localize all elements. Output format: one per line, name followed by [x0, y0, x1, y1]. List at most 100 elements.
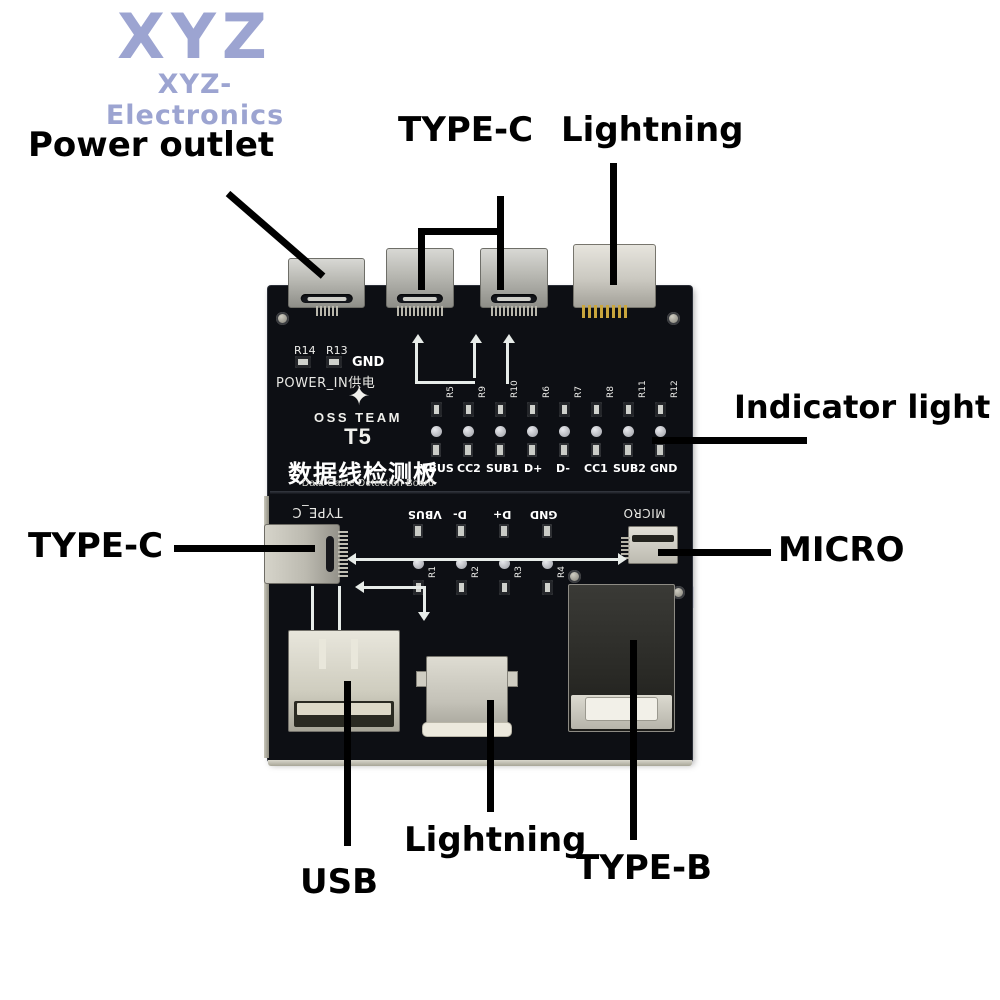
silk-gnd-power: GND [352, 355, 385, 370]
brand-name: OSS TEAM [314, 410, 402, 425]
indicator-led [527, 426, 538, 437]
leader-type-c-top-bracket [418, 228, 504, 235]
silk-arrow-right [618, 553, 627, 565]
mounting-hole [672, 586, 685, 599]
signal-label: D+ [493, 508, 512, 521]
resistor-label: R9 [478, 386, 488, 398]
resistor [527, 402, 538, 417]
usb-prong [319, 639, 326, 669]
test-pad [591, 443, 601, 457]
mounting-hole [276, 312, 289, 325]
resistor-label: R4 [557, 566, 567, 578]
silk-trace [473, 342, 476, 378]
callout-indicator-light: Indicator light [734, 388, 991, 426]
indicator-led [499, 558, 510, 569]
connector-type-c-2 [480, 248, 548, 316]
connector-type-b [568, 584, 675, 732]
watermark-logo: XYZ XYZ-Electronics [80, 0, 310, 131]
port-legs [315, 306, 338, 316]
brand-model: T5 [344, 424, 372, 449]
resistor-label-r14: R14 [294, 344, 316, 357]
silk-arrow-up [470, 334, 482, 343]
silk-arrow-down [418, 612, 430, 621]
resistor [591, 402, 602, 417]
silk-arrow-left [347, 553, 356, 565]
leader-type-c-top-stem [497, 196, 504, 232]
port-mouth [585, 697, 658, 721]
callout-usb: USB [300, 862, 379, 902]
silk-trace [506, 342, 509, 384]
leader-lightning-top [610, 163, 617, 285]
callout-micro: MICRO [778, 530, 905, 570]
silk-trace [356, 558, 618, 561]
resistor-r14 [295, 356, 311, 368]
callout-power-outlet: Power outlet [28, 125, 275, 165]
test-pad [495, 443, 505, 457]
leader-micro [658, 549, 771, 556]
resistor-label: R6 [542, 386, 552, 398]
test-pad [431, 443, 441, 457]
silk-power-in: POWER_IN供电 [276, 376, 376, 391]
pcb-board: R14 R13 GND POWER_IN供电 ✦ OSS TEAM T5 数据线… [264, 244, 692, 766]
test-pad [456, 524, 466, 538]
callout-lightning-bottom: Lightning [404, 820, 587, 860]
connector-power-usb-c [288, 258, 365, 316]
connector-ear [507, 671, 518, 687]
leader-usb [344, 681, 351, 846]
connector-micro-usb [621, 526, 678, 564]
resistor-label-r13: R13 [326, 344, 348, 357]
signal-label: D- [453, 508, 467, 521]
test-pad [559, 443, 569, 457]
silk-trace [415, 381, 475, 384]
port-slot [326, 536, 334, 572]
test-pad [655, 443, 665, 457]
port-tongue [402, 297, 438, 301]
resistor [456, 580, 467, 595]
leader-type-c-top-left [418, 228, 425, 290]
signal-label: D+ [524, 462, 543, 475]
signal-label: D- [556, 462, 570, 475]
lightning-pins [582, 305, 627, 318]
test-pad [463, 443, 473, 457]
silk-arrow-left [355, 581, 364, 593]
usb-prong [351, 639, 358, 669]
connector-lightning-bottom [416, 656, 518, 737]
resistor [495, 402, 506, 417]
signal-label: VBUS [420, 462, 454, 475]
port-legs [397, 306, 443, 316]
brand-mark-icon: ✦ [347, 381, 371, 412]
silk-trace [338, 586, 341, 632]
silk-type-c-left: TYPE_C [292, 504, 343, 519]
board-title-cn: 数据线检测板 [288, 460, 438, 488]
indicator-led [463, 426, 474, 437]
callout-type-c-left: TYPE-C [28, 526, 164, 566]
signal-label: GND [530, 508, 558, 521]
silk-trace [423, 586, 426, 614]
indicator-led [623, 426, 634, 437]
signal-label: SUB1 [486, 462, 519, 475]
signal-label: GND [650, 462, 678, 475]
silk-arrow-up [412, 334, 424, 343]
leader-lightning-bottom [487, 700, 494, 812]
board-split-line [270, 491, 690, 494]
resistor-label: R11 [638, 380, 648, 398]
port-tongue [496, 297, 532, 301]
indicator-led [413, 558, 424, 569]
leader-power-outlet [225, 190, 326, 279]
resistor-label: R5 [446, 386, 456, 398]
connector-lip [422, 722, 512, 737]
resistor-label: R3 [514, 566, 524, 578]
silk-arrow-up [503, 334, 515, 343]
silk-micro: MICRO [623, 506, 666, 520]
resistor [655, 402, 666, 417]
mounting-hole [568, 570, 581, 583]
signal-label: VBUS [408, 508, 442, 521]
watermark-logo-text: XYZ [117, 0, 273, 73]
indicator-led [495, 426, 506, 437]
indicator-led [655, 426, 666, 437]
resistor [542, 580, 553, 595]
indicator-led [431, 426, 442, 437]
indicator-led [591, 426, 602, 437]
silk-trace [364, 586, 426, 589]
